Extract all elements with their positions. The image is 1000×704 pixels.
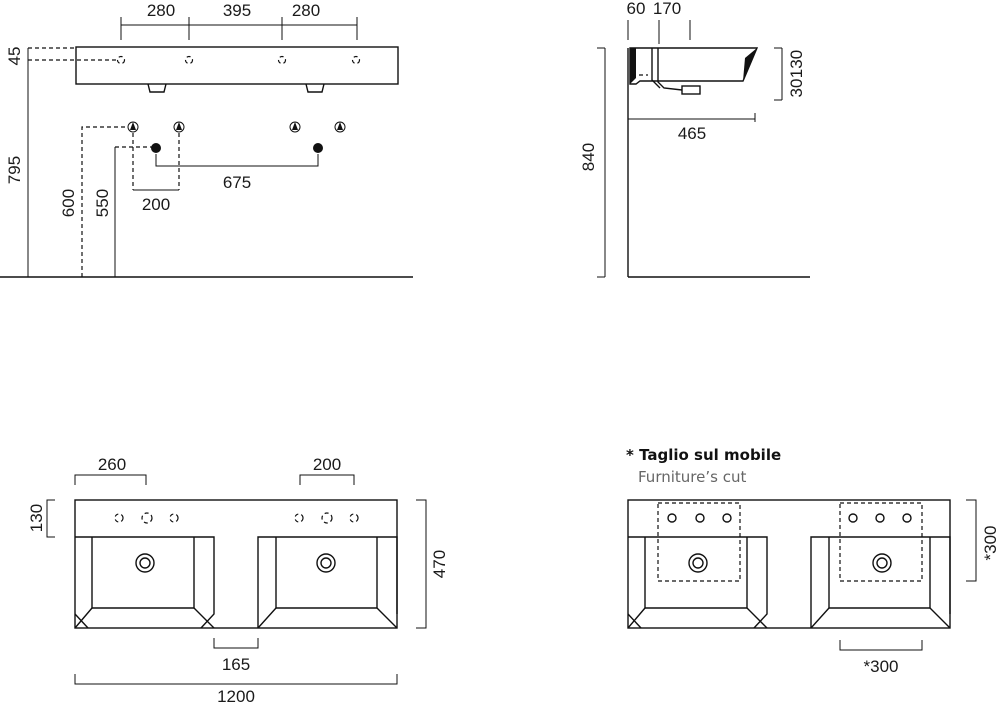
dim-line — [416, 499, 427, 629]
drain-icon — [320, 557, 332, 569]
tap-hole — [695, 513, 705, 523]
tap-hole — [848, 513, 858, 523]
dim-label: 200 — [142, 195, 170, 214]
dim-line — [213, 638, 259, 649]
tap-hole — [169, 513, 179, 523]
basin-section-outline — [629, 47, 759, 85]
tap-hole — [349, 513, 359, 523]
overflow-channel — [651, 48, 661, 89]
drain-icon — [688, 553, 708, 573]
tap-hole — [116, 55, 126, 65]
tap-hole — [141, 512, 153, 524]
drain-icon — [692, 557, 704, 569]
dim-label: 260 — [98, 455, 126, 474]
valve-icon — [173, 121, 185, 133]
furniture-cut-zone — [657, 502, 741, 582]
dim-line — [966, 499, 977, 582]
dim-label: 465 — [678, 124, 706, 143]
bowl-corner — [627, 607, 768, 629]
dim-line — [155, 154, 319, 167]
drain-icon — [316, 553, 336, 573]
tap-hole — [294, 513, 304, 523]
dim-label: *300 — [864, 657, 899, 676]
dim-line — [299, 474, 355, 485]
dim-label: 280 — [147, 1, 175, 20]
overflow-channel — [657, 48, 683, 91]
tap-hole — [722, 513, 732, 523]
bowl-inner — [828, 537, 931, 609]
tap-hole — [351, 55, 361, 65]
bowl-outer — [810, 536, 951, 628]
tap-hole — [321, 512, 333, 524]
front-elevation: 280 395 280 45 795 600 550 — [0, 1, 413, 278]
side-section: 60 170 30 130 465 840 — [579, 0, 810, 278]
valve-icon — [289, 121, 301, 133]
drain-left — [147, 83, 167, 93]
dim-label: 130 — [27, 504, 46, 532]
tap-hole — [114, 513, 124, 523]
bowl-inner-left — [91, 537, 195, 609]
cut-view: * Taglio sul mobile Furniture’s cut *300… — [626, 446, 1000, 676]
basin-wall-fill — [630, 48, 636, 84]
dim-label: 1200 — [217, 687, 255, 704]
tap-hole — [184, 55, 194, 65]
dim-label: 45 — [5, 47, 24, 66]
basin-front-outline — [75, 46, 399, 85]
waste-outlet — [681, 85, 701, 95]
basin-plan-outline — [74, 499, 398, 629]
dim-label: 30 — [787, 79, 806, 98]
dim-label: 600 — [59, 189, 78, 217]
dim-label: 395 — [223, 1, 251, 20]
dim-label: 550 — [93, 189, 112, 217]
tap-hole — [875, 513, 885, 523]
dim-label: 200 — [313, 455, 341, 474]
bowl-inner-right — [275, 537, 378, 609]
dim-label: 795 — [5, 156, 24, 184]
basin-front-fill — [743, 48, 757, 81]
valve-icon — [127, 121, 139, 133]
furniture-cut-zone — [839, 502, 923, 582]
cut-note-subtitle: Furniture’s cut — [638, 468, 746, 486]
dim-label: 165 — [222, 655, 250, 674]
bowl-inner — [644, 537, 748, 609]
dim-line — [74, 474, 147, 485]
dim-label: 170 — [653, 0, 681, 18]
bowl-corner — [74, 607, 215, 629]
drain-right — [305, 83, 325, 93]
basin-plan-outline — [627, 499, 951, 629]
dim-label: 280 — [292, 1, 320, 20]
dim-label: 470 — [430, 550, 449, 578]
bowl-corner — [257, 607, 398, 629]
tap-hole — [667, 513, 677, 523]
plan-view: 260 200 130 470 165 1200 — [27, 455, 449, 704]
dim-label: 60 — [627, 0, 646, 18]
valve-icon — [334, 121, 346, 133]
drain-icon — [876, 557, 888, 569]
bowl-outer — [257, 536, 398, 628]
cut-note-title: * Taglio sul mobile — [626, 446, 781, 464]
dim-line — [46, 499, 55, 538]
tap-hole — [902, 513, 912, 523]
dim-label: 130 — [787, 50, 806, 78]
dim-label: 840 — [579, 143, 598, 171]
dim-label: *300 — [981, 526, 1000, 561]
waste-point — [151, 143, 161, 153]
waste-point — [313, 143, 323, 153]
bowl-corner — [810, 607, 951, 629]
tap-hole — [277, 55, 287, 65]
drain-icon — [135, 553, 155, 573]
dim-line — [74, 674, 398, 685]
drain-icon — [139, 557, 151, 569]
drain-icon — [872, 553, 892, 573]
dim-label: 675 — [223, 173, 251, 192]
dim-line — [839, 640, 923, 651]
dim-leader — [81, 126, 128, 277]
